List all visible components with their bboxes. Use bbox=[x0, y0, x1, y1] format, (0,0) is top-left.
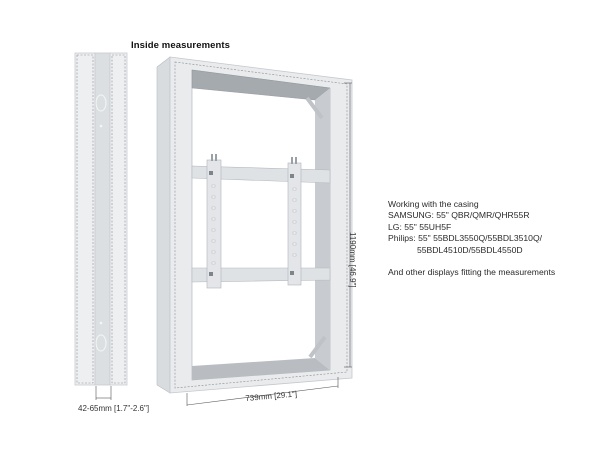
inside-measurements-heading: Inside measurements bbox=[131, 40, 231, 51]
compatibility-intro: Working with the casing bbox=[388, 199, 479, 209]
compatibility-samsung: SAMSUNG: 55" QBR/QMR/QHR55R bbox=[388, 210, 530, 221]
compatibility-footer: And other displays fitting the measureme… bbox=[388, 267, 556, 278]
compatibility-lg: LG: 55" 55UH5F bbox=[388, 221, 452, 232]
compatibility-philips: Philips: 55" 55BDL3550Q/55BDL3510Q/ bbox=[388, 233, 543, 244]
compatibility-philips-continued: 55BDL4510D/55BDL4550D bbox=[417, 244, 523, 255]
side-profile-view bbox=[74, 52, 128, 400]
depth-dimension-label: 42-65mm [1.7"-2.6"] bbox=[78, 404, 150, 413]
height-dimension-label: 1190mm [46.9"] bbox=[348, 232, 357, 288]
compatibility-list: Working with the casing SAMSUNG: 55" QBR… bbox=[388, 199, 555, 278]
casing-front-view bbox=[156, 56, 353, 406]
